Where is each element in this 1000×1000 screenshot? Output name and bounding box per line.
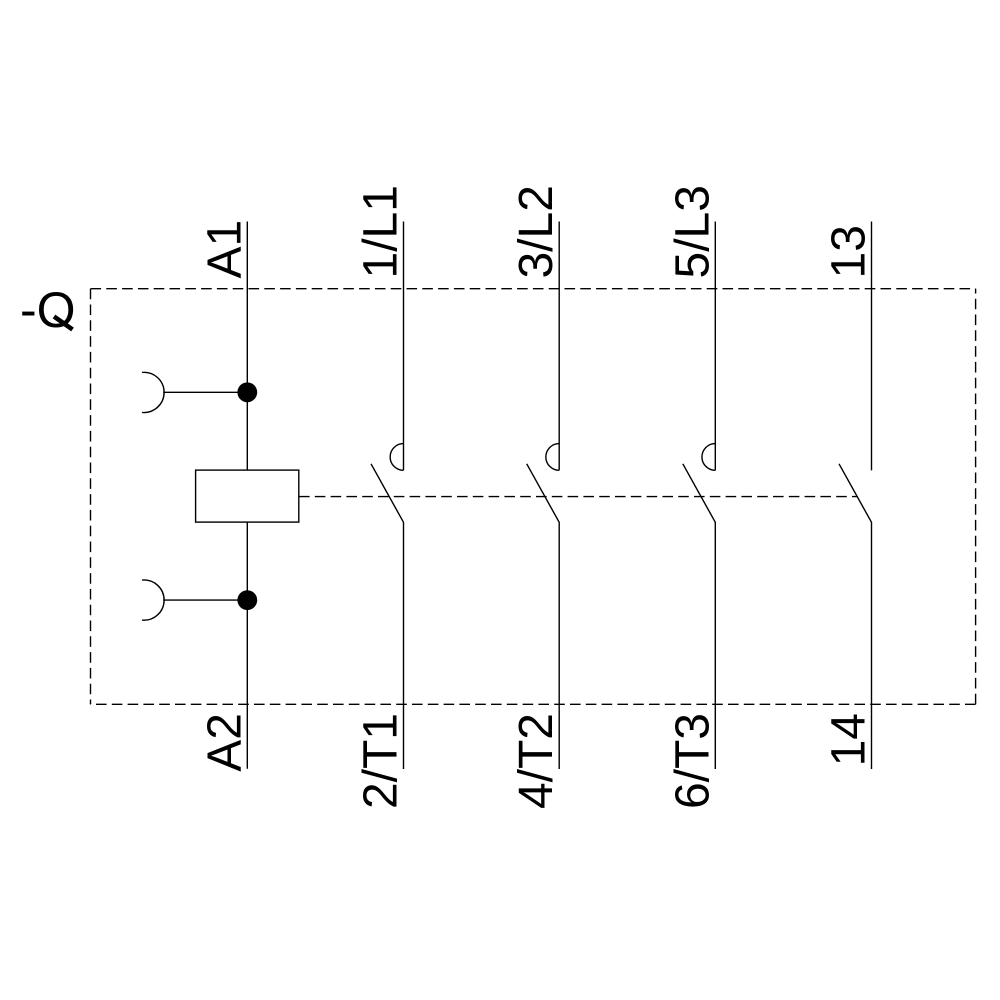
svg-text:5/L3: 5/L3 <box>666 185 719 278</box>
svg-text:14: 14 <box>823 713 876 766</box>
svg-text:A2: A2 <box>198 713 251 772</box>
svg-text:2/T1: 2/T1 <box>355 713 408 809</box>
svg-text:3/L2: 3/L2 <box>510 185 563 278</box>
svg-text:-O: -O <box>20 282 76 338</box>
svg-text:A1: A1 <box>198 220 251 279</box>
svg-text:1/L1: 1/L1 <box>355 185 408 278</box>
svg-text:13: 13 <box>823 225 876 278</box>
svg-text:4/T2: 4/T2 <box>510 713 563 809</box>
svg-text:6/T3: 6/T3 <box>666 713 719 809</box>
